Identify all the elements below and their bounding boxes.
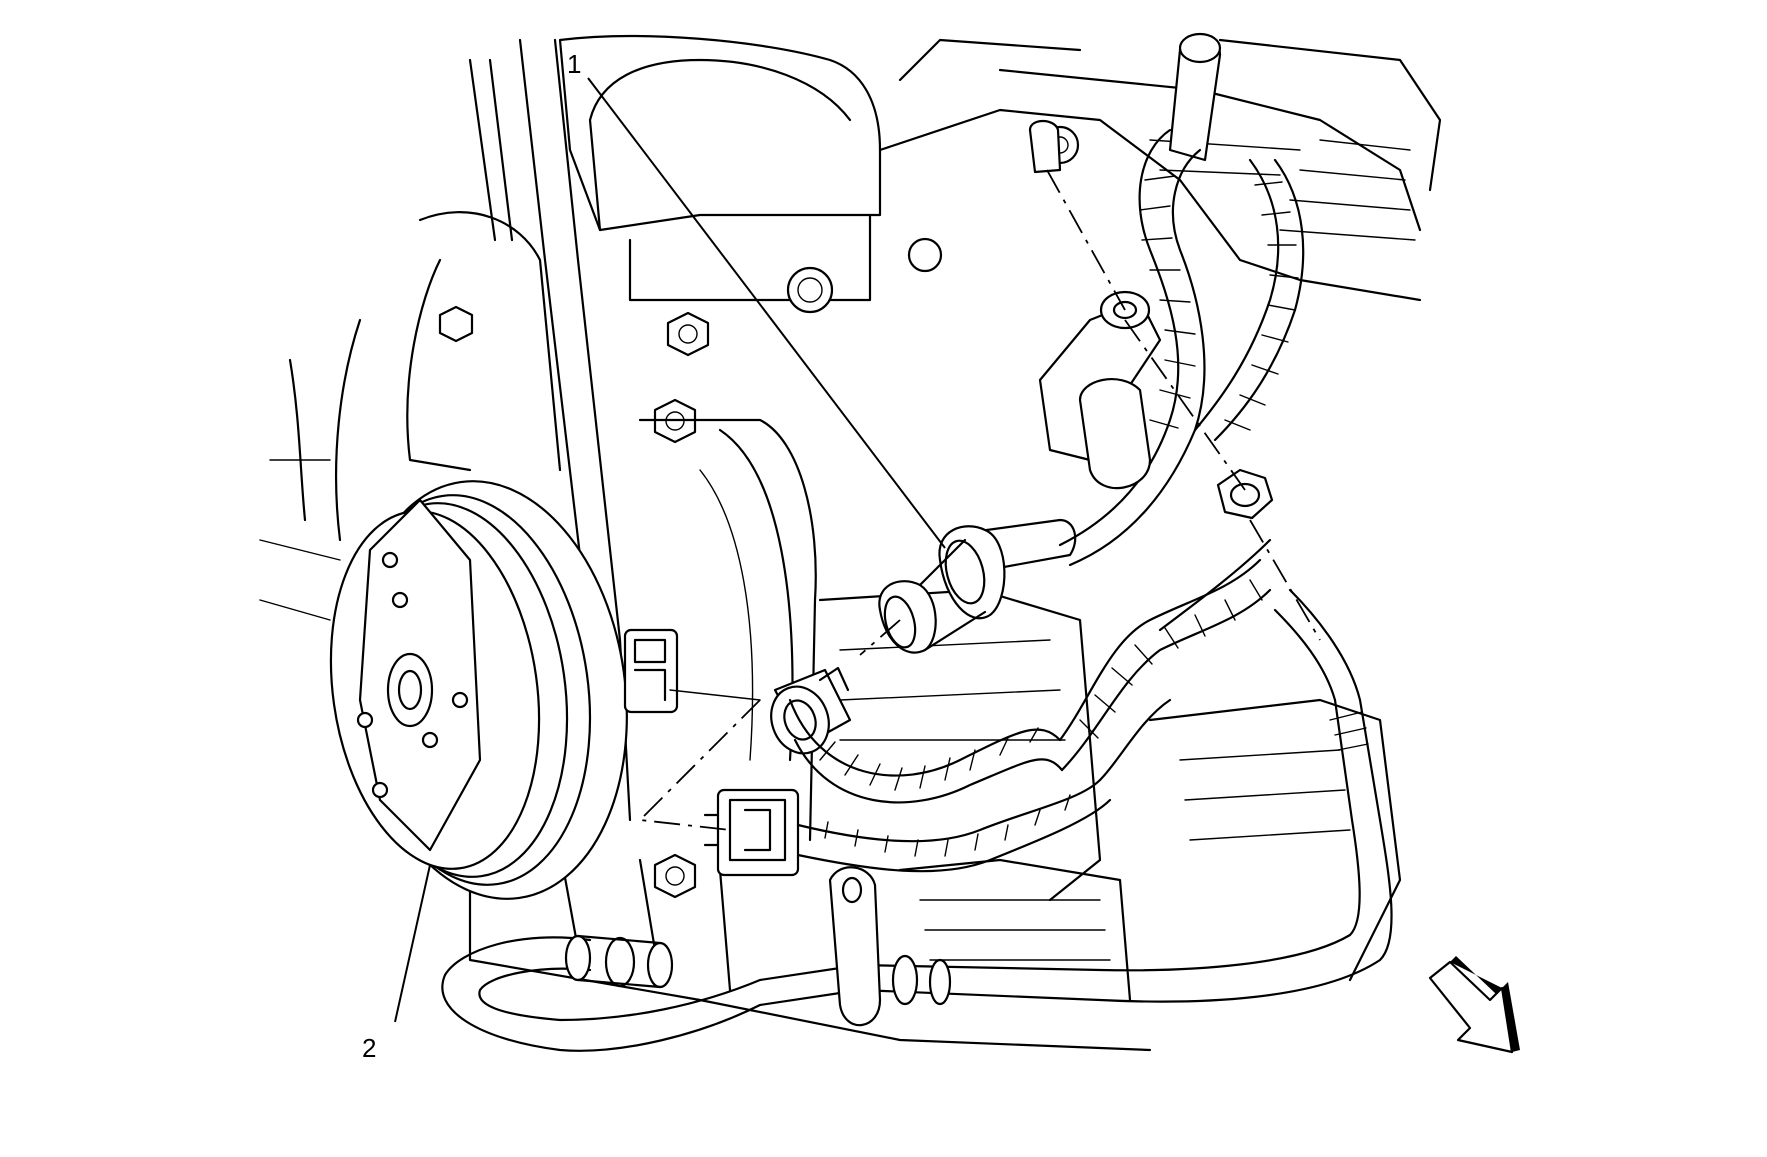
block-bolt xyxy=(438,305,474,343)
ac-compressor-clutch-pulley xyxy=(329,480,628,900)
front-direction-arrow-icon xyxy=(1428,956,1520,1054)
callout-1-label: 1 xyxy=(567,49,581,79)
block-bolt xyxy=(666,311,710,357)
pressure-switch-harness-connector xyxy=(770,666,852,755)
callout-1: 1 xyxy=(567,49,946,549)
harness-clip-bracket xyxy=(1038,290,1162,490)
compressor-clutch-connector xyxy=(623,628,679,714)
block-bolt xyxy=(907,237,943,273)
harness-retaining-nut xyxy=(1216,468,1274,520)
callout-2-label: 2 xyxy=(362,1033,376,1063)
block-bolt xyxy=(653,853,697,899)
ac-pressure-switch xyxy=(878,518,1077,654)
bracket-stud xyxy=(1028,119,1321,641)
block-bolt xyxy=(786,266,834,314)
callout-2: 2 xyxy=(362,864,431,1063)
assembly-guide-lines xyxy=(638,619,901,831)
compressor-harness-connector xyxy=(703,788,800,877)
refrigerant-hose-lower xyxy=(441,588,1393,1052)
wiring-harness xyxy=(788,128,1305,873)
